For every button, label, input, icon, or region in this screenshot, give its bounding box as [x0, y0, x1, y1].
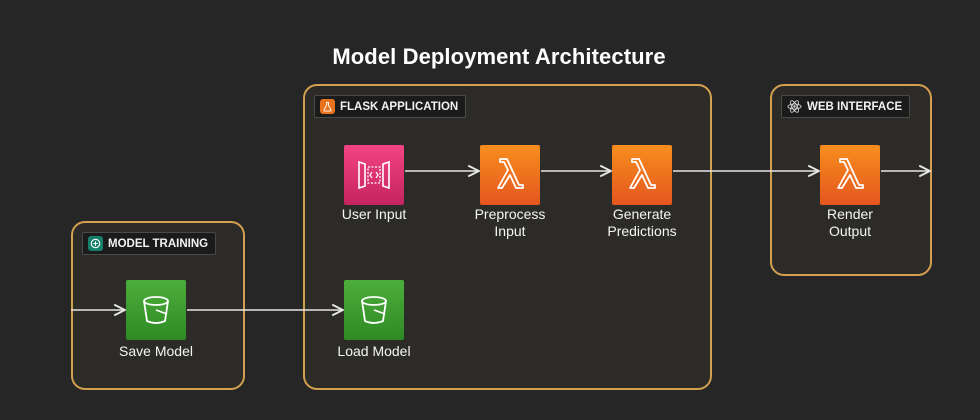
render-output-node[interactable]	[820, 145, 880, 205]
render-output-label: Render Output	[780, 206, 920, 240]
generate-predictions-label: Generate Predictions	[572, 206, 712, 240]
load-model-node[interactable]	[344, 280, 404, 340]
lambda-icon	[629, 158, 656, 189]
group-label-text: FLASK APPLICATION	[340, 100, 459, 113]
group-label-model-training: MODEL TRAINING	[82, 232, 217, 255]
user-input-label: User Input	[341, 206, 407, 222]
group-label-web-interface: WEB INTERFACE	[781, 95, 911, 118]
s3-bucket-icon	[361, 296, 387, 324]
api-gateway-icon	[358, 160, 390, 190]
model-training-icon	[88, 236, 103, 251]
user-input-node[interactable]	[344, 145, 404, 205]
load-model-label: Load Model	[337, 343, 411, 359]
react-icon	[787, 99, 802, 114]
preprocess-label-line1: Preprocess	[474, 206, 546, 222]
flask-icon	[320, 99, 335, 114]
preprocess-input-node[interactable]	[480, 145, 540, 205]
group-label-text: MODEL TRAINING	[108, 237, 209, 250]
generate-label-line2: Predictions	[607, 223, 677, 239]
generate-label-line1: Generate	[612, 206, 672, 222]
render-label-line2: Output	[828, 223, 872, 239]
group-label-flask-application: FLASK APPLICATION	[314, 95, 467, 118]
s3-bucket-icon	[143, 296, 169, 324]
generate-predictions-node[interactable]	[612, 145, 672, 205]
diagram-title: Model Deployment Architecture	[332, 44, 666, 69]
preprocess-input-label: Preprocess Input	[440, 206, 580, 240]
preprocess-label-line2: Input	[494, 223, 526, 239]
lambda-icon	[837, 158, 864, 189]
group-label-text: WEB INTERFACE	[807, 100, 903, 113]
render-label-line1: Render	[827, 206, 873, 222]
save-model-node[interactable]	[126, 280, 186, 340]
lambda-icon	[497, 158, 524, 189]
save-model-label: Save Model	[119, 343, 193, 359]
